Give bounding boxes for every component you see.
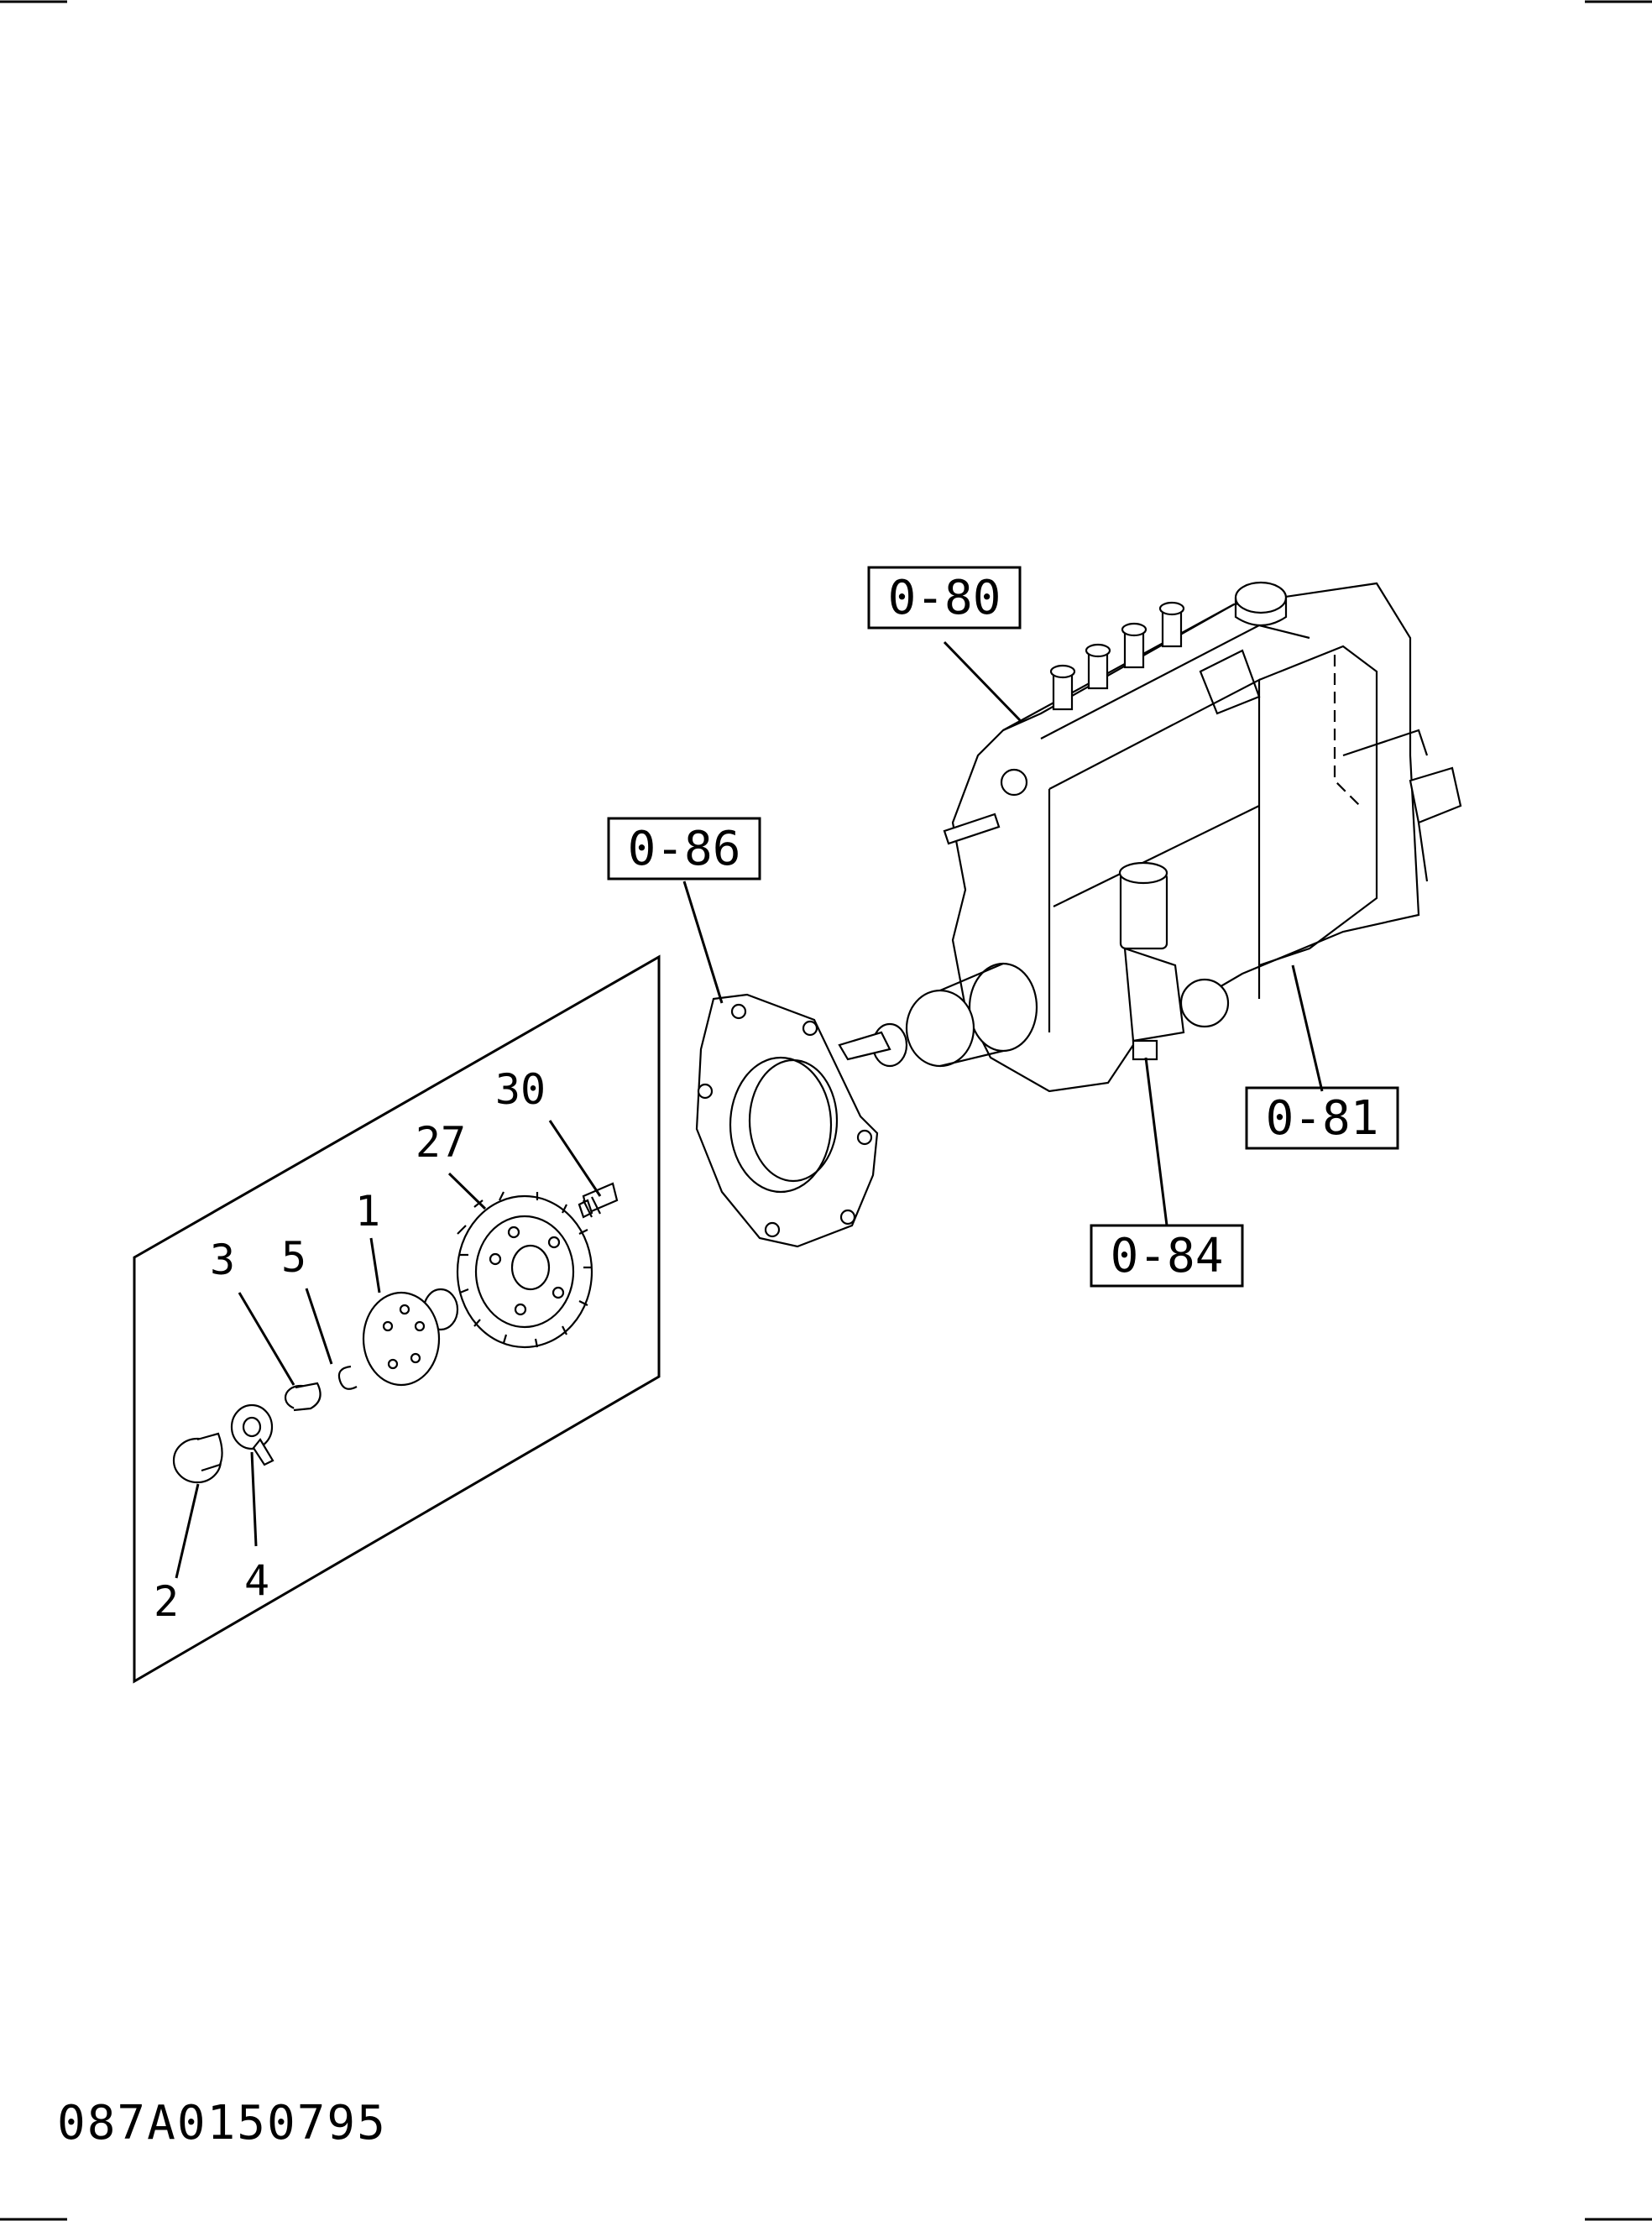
- callout-4: 4: [244, 1556, 269, 1605]
- ref-label-0-80: 0-80: [888, 571, 1001, 625]
- callout-1: 1: [355, 1187, 380, 1236]
- key-part: [284, 1382, 322, 1412]
- ref-box-0-81: 0-81: [1245, 1086, 1399, 1150]
- hub-part: [362, 1288, 459, 1387]
- callout-5: 5: [281, 1233, 306, 1282]
- washer-part: [230, 1403, 274, 1466]
- nut-part: [172, 1432, 223, 1484]
- callout-27: 27: [416, 1118, 466, 1167]
- detail-inset-panel: [133, 954, 661, 1684]
- ref-box-0-84: 0-84: [1090, 1224, 1244, 1288]
- ref-label-0-81: 0-81: [1266, 1091, 1379, 1146]
- ref-box-0-86: 0-86: [607, 817, 761, 881]
- gear-part: [456, 1191, 593, 1349]
- bolt-part: [578, 1182, 619, 1219]
- clip-part: [337, 1365, 358, 1390]
- ref-label-0-84: 0-84: [1111, 1229, 1224, 1283]
- flange-plate-drawing: [695, 993, 879, 1248]
- drawing-number: 087A0150795: [57, 2096, 387, 2150]
- ref-label-0-86: 0-86: [628, 822, 741, 876]
- ref-box-0-80: 0-80: [867, 566, 1022, 630]
- leader-lines: [175, 640, 1324, 1579]
- callout-30: 30: [495, 1065, 546, 1114]
- injection-pump-drawing: [838, 581, 1462, 1093]
- delivery-valves: [1049, 601, 1185, 711]
- callout-2: 2: [154, 1577, 179, 1626]
- callout-3: 3: [210, 1236, 235, 1284]
